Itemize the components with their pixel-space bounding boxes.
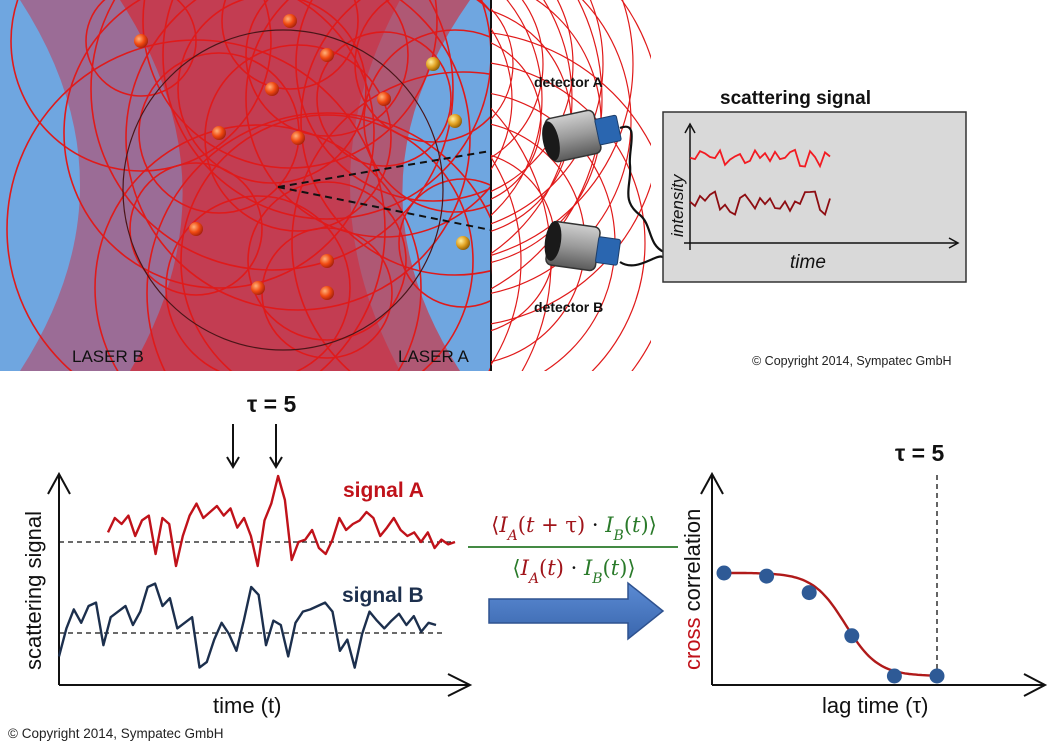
correlation-formula: ⟨IA(t + τ) · IB(t)⟩ ⟨IA(t) · IB(t)⟩ (468, 513, 678, 587)
formula-numerator: ⟨IA(t + τ) · IB(t)⟩ (491, 513, 657, 544)
tau-markers (226, 424, 283, 469)
signal-x-arrowhead (447, 673, 473, 697)
signal-a-label: signal A (343, 479, 424, 502)
transform-arrow (488, 581, 665, 641)
correlation-point (929, 668, 945, 684)
signal-b-line (57, 582, 437, 669)
corr-y-label-rest: correlation (680, 509, 705, 618)
corr-y-label: cross correlation (680, 509, 705, 670)
measurement-volume (122, 29, 444, 351)
cable-b (619, 255, 665, 267)
cable-a (619, 125, 665, 254)
copyright-bottom: © Copyright 2014, Sympatec GmbH (8, 726, 224, 741)
tau-label-right: τ = 5 (895, 440, 944, 466)
box-x-label: time (790, 252, 826, 273)
detector-b (544, 220, 621, 272)
correlation-point (844, 628, 860, 644)
particles (134, 14, 470, 300)
correlation-point (759, 568, 775, 584)
formula-denominator: ⟨IA(t) · IB(t)⟩ (512, 556, 635, 587)
laser-b-label: LASER B (72, 347, 144, 366)
box-signal-b (689, 190, 831, 217)
corr-x-arrowhead (1023, 673, 1048, 697)
corr-y-arrowhead (700, 471, 724, 495)
scattering-box-title: scattering signal (720, 88, 871, 109)
scattered-wavefronts (6, 0, 491, 371)
signal-b-label: signal B (342, 584, 424, 607)
tau-label-left: τ = 5 (247, 391, 296, 417)
signal-y-label: scattering signal (21, 511, 46, 670)
signal-a-line (106, 474, 456, 568)
box-x-arrowhead (948, 237, 960, 249)
box-y-arrowhead (684, 122, 696, 134)
corr-x-label: lag time (τ) (822, 693, 929, 718)
correlation-curve (724, 571, 937, 677)
correlation-point (801, 585, 817, 601)
detector-a (542, 109, 622, 163)
signal-x-label: time (t) (213, 693, 281, 718)
scattering-box (662, 111, 967, 283)
signal-y-arrowhead (47, 471, 71, 495)
detector-b-label: detector B (534, 299, 603, 315)
detector-a-label: detector A (534, 74, 603, 90)
laser-scene: LASER B LASER A (0, 0, 491, 371)
laser-a-label: LASER A (398, 347, 470, 366)
corr-y-label-cross: cross (680, 617, 705, 670)
correlation-points (716, 565, 945, 684)
box-y-label: intensity (668, 173, 687, 237)
correlation-point (886, 668, 902, 684)
copyright-top: © Copyright 2014, Sympatec GmbH (752, 354, 952, 368)
box-signal-a (689, 148, 831, 169)
correlation-point (716, 565, 732, 581)
